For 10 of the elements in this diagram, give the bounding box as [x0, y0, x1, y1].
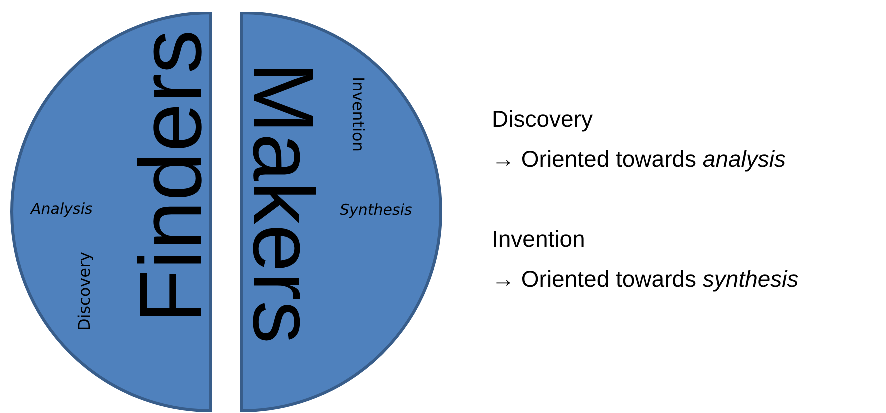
big-title: Finders	[127, 30, 215, 324]
side-word: Analysis	[31, 202, 93, 217]
side-word: Discovery	[77, 252, 93, 332]
description-text: → Oriented towards analysis	[492, 146, 786, 173]
side-word: Synthesis	[340, 203, 412, 218]
side-word: Invention	[350, 77, 366, 152]
heading-text: Discovery	[492, 106, 593, 133]
description-text: → Oriented towards synthesis	[492, 266, 799, 293]
heading-text: Invention	[492, 226, 586, 253]
big-title: Makers	[240, 62, 326, 344]
